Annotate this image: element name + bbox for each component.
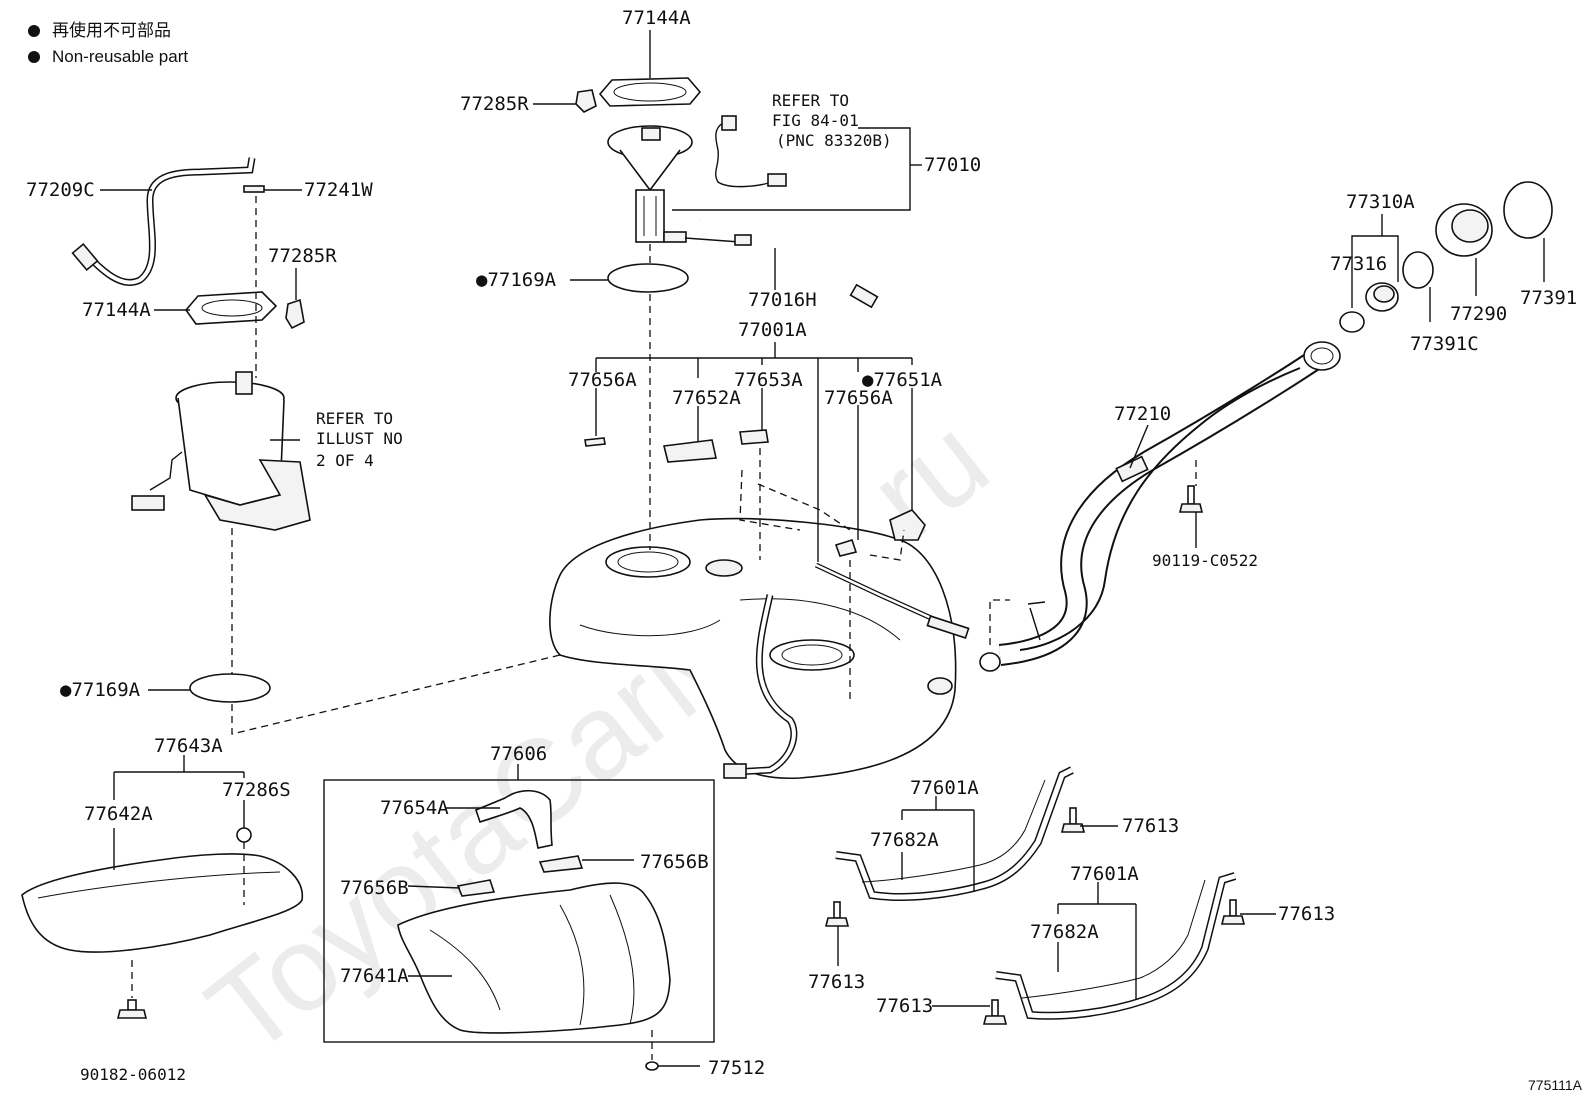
cap-77290-icon: [1435, 203, 1493, 257]
fuel-tank-band-upper-icon: [835, 766, 1074, 901]
insulator-group-frame: [323, 779, 715, 1043]
label-77016H: 77016H: [748, 289, 817, 311]
label-90119-C0522: 90119-C0522: [1152, 551, 1258, 570]
label-77613-b: 77613: [808, 971, 865, 993]
label-77241W: 77241W: [304, 179, 373, 201]
label-77169A-top: ●77169A: [476, 269, 557, 291]
fuel-pump-assembly-icon: [575, 77, 787, 243]
gasket-77316-icon: [1339, 311, 1365, 333]
label-77606: 77606: [490, 743, 547, 765]
label-77652A: 77652A: [672, 387, 741, 409]
label-77310A: 77310A: [1346, 191, 1415, 213]
pad-77656B-right-icon: [538, 855, 584, 873]
label-77613-c: 77613: [1278, 903, 1335, 925]
label-77654A: 77654A: [380, 797, 449, 819]
label-77316: 77316: [1330, 253, 1387, 275]
label-77643A: 77643A: [154, 735, 223, 757]
ring-77391C-icon: [1402, 251, 1434, 289]
label-77001A: 77001A: [738, 319, 807, 341]
figure-id: 775111A: [1528, 1077, 1582, 1093]
legend-en-text: Non-reusable part: [52, 47, 189, 66]
gasket-77169A-top-icon: [607, 263, 689, 293]
pad-77656A-right-icon: [834, 539, 858, 557]
label-77613-a: 77613: [1122, 815, 1179, 837]
assembly-dashed-lines: [131, 196, 1197, 1060]
label-77010: 77010: [924, 154, 981, 176]
heat-insulator-77641A-icon: [397, 882, 671, 1034]
label-refer-illust-3: 2 OF 4: [316, 451, 374, 470]
clamp-77651A-icon: [889, 509, 926, 541]
fuel-cap-77310A-icon: [1365, 282, 1399, 312]
insulator-77654A-icon: [475, 789, 553, 849]
label-77391C: 77391C: [1410, 333, 1479, 355]
legend: 再使用不可部品 Non-reusable part: [28, 18, 188, 70]
legend-jp-text: 再使用不可部品: [52, 21, 171, 40]
label-77144A-top: 77144A: [622, 7, 691, 29]
label-77286S: 77286S: [222, 779, 291, 801]
label-77656A-left: 77656A: [568, 369, 637, 391]
label-77656A-right: 77656A: [824, 387, 893, 409]
label-77642A: 77642A: [84, 803, 153, 825]
label-77512: 77512: [708, 1057, 765, 1079]
label-77613-d: 77613: [876, 995, 933, 1017]
fuel-hose-77016H-icon: [684, 215, 861, 297]
sub-tank-assembly-icon: [71, 157, 311, 531]
label-77641A: 77641A: [340, 965, 409, 987]
bolt-77613-icon: [824, 807, 1246, 1025]
label-77656B-right: 77656B: [640, 851, 709, 873]
label-refer-illust-1: REFER TO: [316, 409, 393, 428]
label-refer-illust-2: ILLUST NO: [316, 429, 403, 448]
label-77651A: ●77651A: [862, 369, 943, 391]
callout-labels: 77144A 77285R REFER TO FIG 84-01 (PNC 83…: [26, 7, 1577, 1084]
label-77290: 77290: [1450, 303, 1507, 325]
label-refer-fig-1: REFER TO: [772, 91, 849, 110]
pad-77653A-icon: [739, 429, 769, 445]
grommet-77512-icon: [645, 1061, 659, 1071]
fuel-tank-band-lower-icon: [995, 872, 1237, 1020]
pad-77656B-left-icon: [456, 879, 496, 897]
label-77682A-bottom: 77682A: [1030, 921, 1099, 943]
bullet-icon: [28, 25, 40, 37]
clip-77656A-icon: [584, 437, 606, 447]
gasket-77169A-bottom-icon: [189, 673, 271, 703]
leader-lines: [100, 30, 1545, 1067]
label-77391: 77391: [1520, 287, 1577, 309]
filler-pipe-icon: [979, 341, 1341, 672]
label-77169A-bottom: ●77169A: [60, 679, 141, 701]
protector-77643A-icon: [21, 827, 303, 1019]
label-refer-fig-2: FIG 84-01: [772, 111, 859, 130]
label-77601A-top: 77601A: [910, 777, 979, 799]
label-77285R-top: 77285R: [460, 93, 529, 115]
label-77653A: 77653A: [734, 369, 803, 391]
label-77209C: 77209C: [26, 179, 95, 201]
fuel-tank-icon: [549, 517, 970, 780]
ring-77391-icon: [1503, 181, 1553, 239]
label-77210: 77210: [1114, 403, 1171, 425]
label-77601A-bottom: 77601A: [1070, 863, 1139, 885]
label-77656B-left: 77656B: [340, 877, 409, 899]
legend-row-jp: 再使用不可部品: [28, 18, 188, 44]
label-77285R-left: 77285R: [268, 245, 337, 267]
legend-row-en: Non-reusable part: [28, 44, 188, 70]
bullet-icon: [28, 51, 40, 63]
label-77144A-left: 77144A: [82, 299, 151, 321]
label-77682A-top: 77682A: [870, 829, 939, 851]
bolt-90119-C0522-icon: [1178, 485, 1204, 513]
pad-77652A-icon: [663, 439, 717, 463]
label-90182-06012: 90182-06012: [80, 1065, 186, 1084]
label-refer-fig-3: (PNC 83320B): [776, 131, 892, 150]
